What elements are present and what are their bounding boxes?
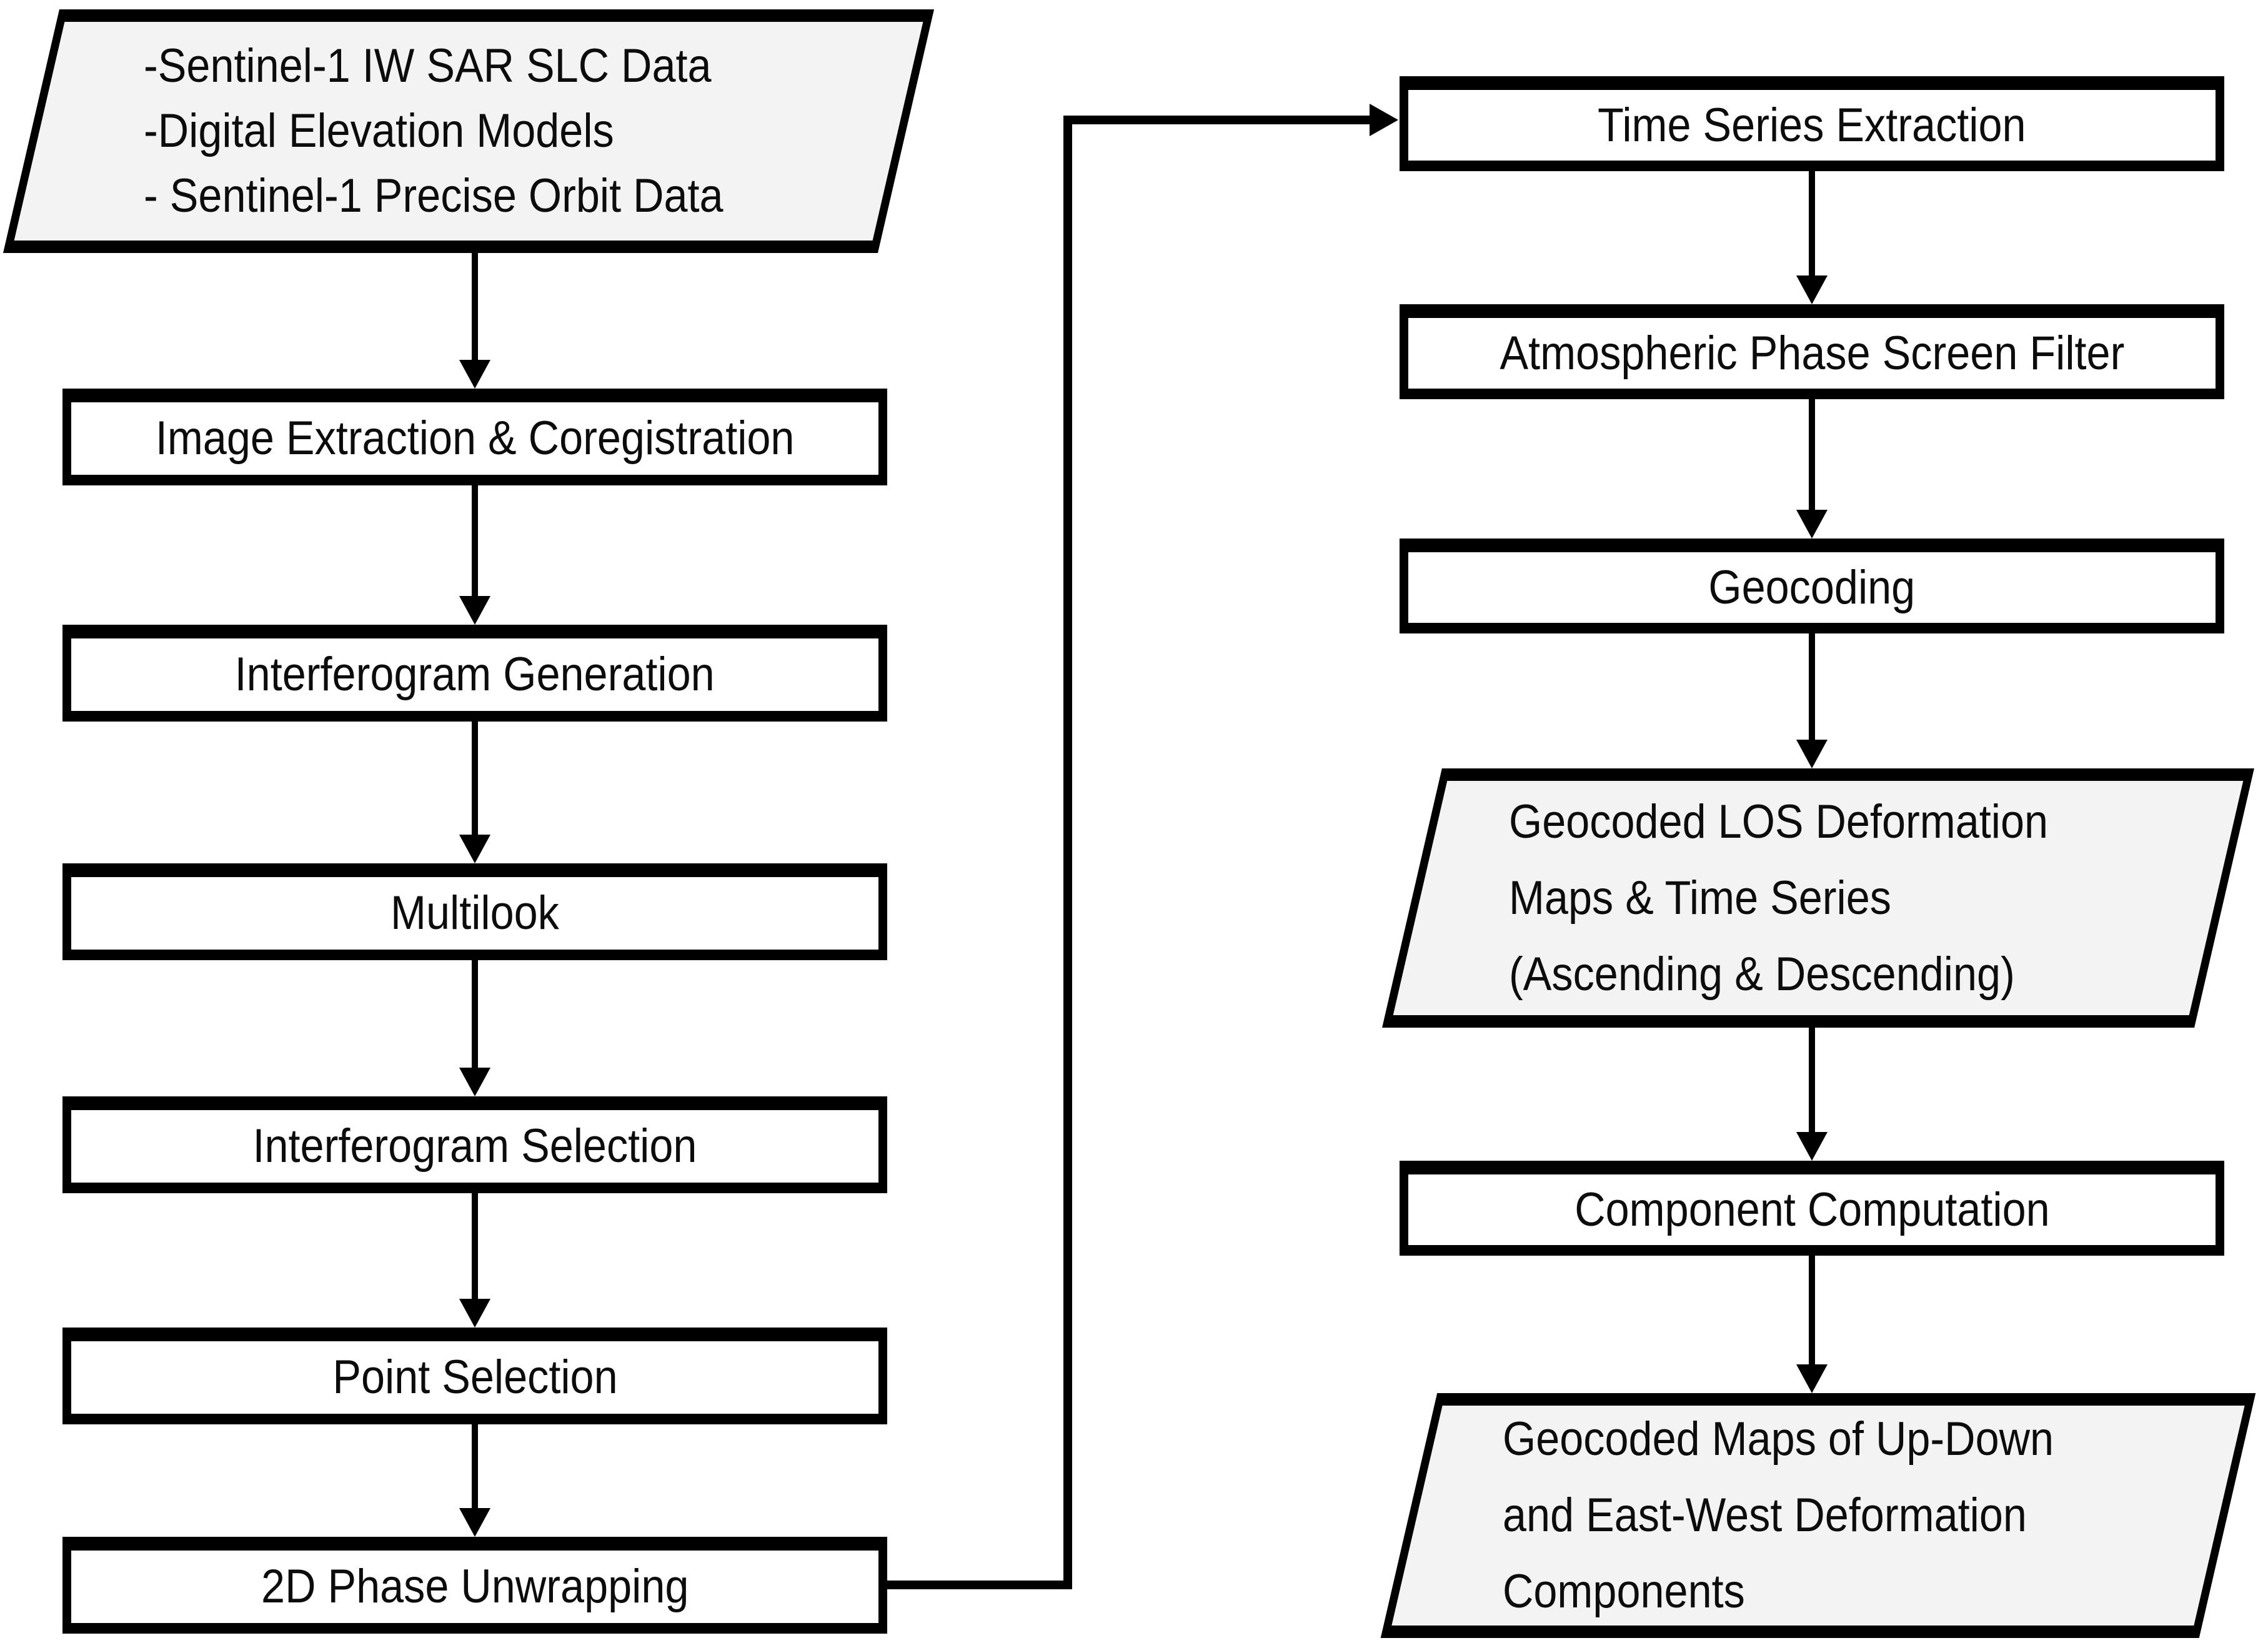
node-label: Multilook xyxy=(390,886,559,940)
node-line: Maps & Time Series xyxy=(1509,871,1891,925)
arrow-head-right-icon xyxy=(1370,104,1398,136)
arrow-head-icon xyxy=(459,596,490,625)
arrow-point-selection-to-phase-unwrapping xyxy=(459,1424,490,1537)
node-label: Component Computation xyxy=(1574,1183,2050,1236)
node-aps-filter: Atmospheric Phase Screen Filter xyxy=(1400,304,2224,399)
arrow-component-computation-to-components-output xyxy=(1796,1256,1828,1393)
arrow-stem xyxy=(472,1193,478,1303)
node-label: Atmospheric Phase Screen Filter xyxy=(1500,326,2124,380)
node-label: Interferogram Selection xyxy=(252,1119,697,1173)
arrow-stem xyxy=(1809,399,1815,514)
node-label: 2D Phase Unwrapping xyxy=(261,1560,689,1614)
node-line: Geocoded Maps of Up-Down xyxy=(1503,1412,2054,1466)
node-line: - Sentinel-1 Precise Orbit Data xyxy=(144,169,724,222)
arrow-head-icon xyxy=(459,1068,490,1096)
arrow-head-icon xyxy=(1796,1364,1828,1393)
connector-to-time-series-horizontal xyxy=(1063,116,1371,124)
node-time-series-extraction: Time Series Extraction xyxy=(1400,76,2224,171)
arrow-input-to-image-extraction xyxy=(459,253,490,389)
node-components-output-text: Geocoded Maps of Up-Down and East-West D… xyxy=(1409,1393,2227,1638)
node-geocoding: Geocoding xyxy=(1400,539,2224,633)
node-interferogram-selection: Interferogram Selection xyxy=(62,1096,887,1193)
node-label: Point Selection xyxy=(332,1351,618,1404)
node-line: and East-West Deformation xyxy=(1503,1489,2027,1542)
node-phase-unwrapping: 2D Phase Unwrapping xyxy=(62,1537,887,1634)
node-label: Image Extraction & Coregistration xyxy=(155,412,795,465)
arrow-aps-filter-to-geocoding xyxy=(1796,399,1828,539)
node-line: Components xyxy=(1503,1565,1745,1618)
node-los-output-text: Geocoded LOS Deformation Maps & Time Ser… xyxy=(1412,768,2224,1028)
node-input-data: -Sentinel-1 IW SAR SLC Data -Digital Ele… xyxy=(2,9,935,253)
arrow-head-icon xyxy=(1796,1132,1828,1161)
arrow-los-output-to-component-computation xyxy=(1796,1028,1828,1161)
node-input-data-text: -Sentinel-1 IW SAR SLC Data -Digital Ele… xyxy=(31,9,906,253)
arrow-multilook-to-interferogram-selection xyxy=(459,960,490,1096)
node-label: Time Series Extraction xyxy=(1598,98,2026,152)
arrow-stem xyxy=(472,485,478,600)
node-line: -Sentinel-1 IW SAR SLC Data xyxy=(144,39,712,92)
arrow-head-icon xyxy=(459,1508,490,1537)
node-component-computation: Component Computation xyxy=(1400,1161,2224,1256)
node-line: -Digital Elevation Models xyxy=(144,104,614,157)
arrow-time-series-to-aps-filter xyxy=(1796,171,1828,304)
node-image-extraction: Image Extraction & Coregistration xyxy=(62,389,887,485)
arrow-interferogram-selection-to-point-selection xyxy=(459,1193,490,1328)
arrow-stem xyxy=(472,253,478,364)
node-line: (Ascending & Descending) xyxy=(1509,947,2015,1001)
connector-phase-unwrapping-horizontal xyxy=(882,1581,1072,1589)
arrow-stem xyxy=(472,722,478,838)
node-label: Geocoding xyxy=(1708,560,1916,614)
connector-vertical-riser xyxy=(1063,116,1072,1589)
arrow-stem xyxy=(1809,171,1815,279)
arrow-geocoding-to-los-output xyxy=(1796,633,1828,768)
arrow-stem xyxy=(472,1424,478,1512)
arrow-stem xyxy=(1809,1256,1815,1368)
node-point-selection: Point Selection xyxy=(62,1328,887,1424)
node-components-output: Geocoded Maps of Up-Down and East-West D… xyxy=(1380,1393,2256,1638)
arrow-image-extraction-to-interferogram-generation xyxy=(459,485,490,625)
arrow-interferogram-generation-to-multilook xyxy=(459,722,490,863)
arrow-head-icon xyxy=(1796,275,1828,304)
arrow-stem xyxy=(472,960,478,1071)
node-los-output: Geocoded LOS Deformation Maps & Time Ser… xyxy=(1382,768,2254,1028)
arrow-head-icon xyxy=(459,835,490,863)
arrow-head-icon xyxy=(1796,740,1828,768)
arrow-stem xyxy=(1809,633,1815,743)
node-line: Geocoded LOS Deformation xyxy=(1509,795,2049,848)
arrow-head-icon xyxy=(459,360,490,389)
arrow-head-icon xyxy=(459,1299,490,1328)
arrow-stem xyxy=(1809,1028,1815,1136)
node-multilook: Multilook xyxy=(62,863,887,960)
node-label: Interferogram Generation xyxy=(234,648,715,702)
node-interferogram-generation: Interferogram Generation xyxy=(62,625,887,722)
arrow-head-icon xyxy=(1796,510,1828,539)
